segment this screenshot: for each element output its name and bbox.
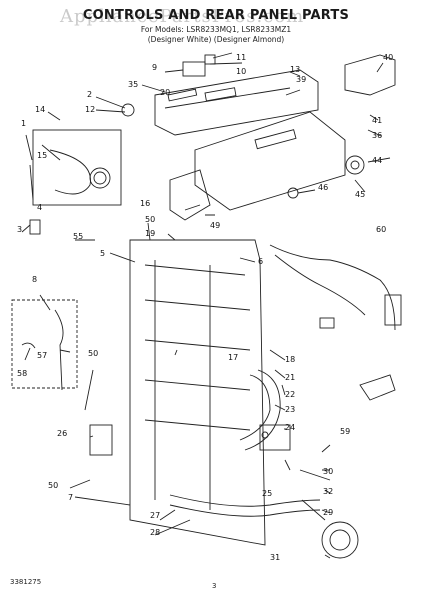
callout-45: 45 bbox=[355, 190, 365, 199]
callout-3: 3 bbox=[17, 225, 22, 234]
callout-15: 15 bbox=[37, 151, 47, 160]
color-line: (Designer White) (Designer Almond) bbox=[147, 35, 285, 44]
fill-hose bbox=[239, 374, 271, 441]
callout-46: 46 bbox=[318, 183, 328, 192]
callout-55: 55 bbox=[73, 232, 83, 241]
drain-hose bbox=[169, 494, 321, 507]
callout-31: 31 bbox=[270, 553, 280, 562]
callout-58: 58 bbox=[17, 369, 27, 378]
callout-5: 5 bbox=[100, 249, 105, 258]
callout-26: 26 bbox=[57, 429, 67, 438]
callout-14: 14 bbox=[35, 105, 45, 114]
document-number: 3381275 bbox=[10, 578, 42, 586]
callout-19: 19 bbox=[145, 229, 155, 238]
water-valve bbox=[259, 424, 291, 451]
callout-23: 23 bbox=[285, 405, 295, 414]
callout-6: 6 bbox=[258, 257, 263, 266]
callout-18: 18 bbox=[285, 355, 295, 364]
switch-block bbox=[182, 61, 206, 77]
callout-7: 7 bbox=[68, 493, 73, 502]
callout-4: 4 bbox=[37, 203, 42, 212]
callout-12: 12 bbox=[85, 105, 95, 114]
switch-knob bbox=[121, 103, 135, 117]
callout-50-b: 50 bbox=[88, 349, 98, 358]
diagram-title: CONTROLS AND REAR PANEL PARTS bbox=[82, 8, 350, 23]
callout-25: 25 bbox=[262, 489, 272, 498]
callout-50-a: 50 bbox=[145, 215, 155, 224]
callout-40: 40 bbox=[383, 53, 393, 62]
pump bbox=[321, 521, 359, 559]
callout-17: 17 bbox=[228, 353, 238, 362]
callout-59: 59 bbox=[340, 427, 350, 436]
console-window bbox=[204, 87, 237, 102]
timer-knob bbox=[345, 155, 365, 175]
right-bracket bbox=[344, 54, 396, 96]
callout-10: 10 bbox=[236, 67, 246, 76]
callout-28: 28 bbox=[150, 528, 160, 537]
bracket-59 bbox=[359, 374, 396, 401]
callout-50-c: 50 bbox=[48, 481, 58, 490]
hose-kit-box bbox=[11, 299, 78, 389]
cord-box bbox=[32, 129, 122, 206]
callout-49: 49 bbox=[210, 221, 220, 230]
callout-57: 57 bbox=[37, 351, 47, 360]
watermark-text: AppliancePartsPros.com bbox=[60, 6, 305, 27]
wire-harness bbox=[269, 244, 396, 331]
callout-27: 27 bbox=[150, 511, 160, 520]
callout-2: 2 bbox=[87, 90, 92, 99]
callout-8: 8 bbox=[32, 275, 37, 284]
callout-21: 21 bbox=[285, 373, 295, 382]
callout-1: 1 bbox=[21, 119, 26, 128]
callout-41: 41 bbox=[372, 116, 382, 125]
bracket-26 bbox=[89, 424, 113, 456]
callout-29: 29 bbox=[323, 508, 333, 517]
callout-39: 39 bbox=[296, 75, 306, 84]
callout-30: 30 bbox=[323, 467, 333, 476]
callout-20: 20 bbox=[160, 88, 170, 97]
callout-32: 32 bbox=[323, 487, 333, 496]
model-line: For Models: LSR8233MQ1, LSR8233MZ1 bbox=[140, 25, 292, 34]
control-console bbox=[194, 111, 346, 211]
callout-44: 44 bbox=[372, 156, 382, 165]
callout-35: 35 bbox=[128, 80, 138, 89]
callout-22: 22 bbox=[285, 390, 295, 399]
switch-bar bbox=[167, 88, 198, 102]
callout-60: 60 bbox=[376, 225, 386, 234]
console-panel bbox=[154, 69, 319, 136]
callout-16: 16 bbox=[140, 199, 150, 208]
callout-11: 11 bbox=[236, 53, 246, 62]
callout-13: 13 bbox=[290, 65, 300, 74]
page-number: 3 bbox=[212, 582, 217, 590]
callout-9: 9 bbox=[152, 63, 157, 72]
end-cap bbox=[169, 169, 211, 221]
callout-36: 36 bbox=[372, 131, 382, 140]
rear-panel bbox=[129, 239, 266, 546]
selector-knob bbox=[287, 187, 299, 199]
display-window bbox=[254, 129, 297, 150]
callout-24: 24 bbox=[285, 423, 295, 432]
